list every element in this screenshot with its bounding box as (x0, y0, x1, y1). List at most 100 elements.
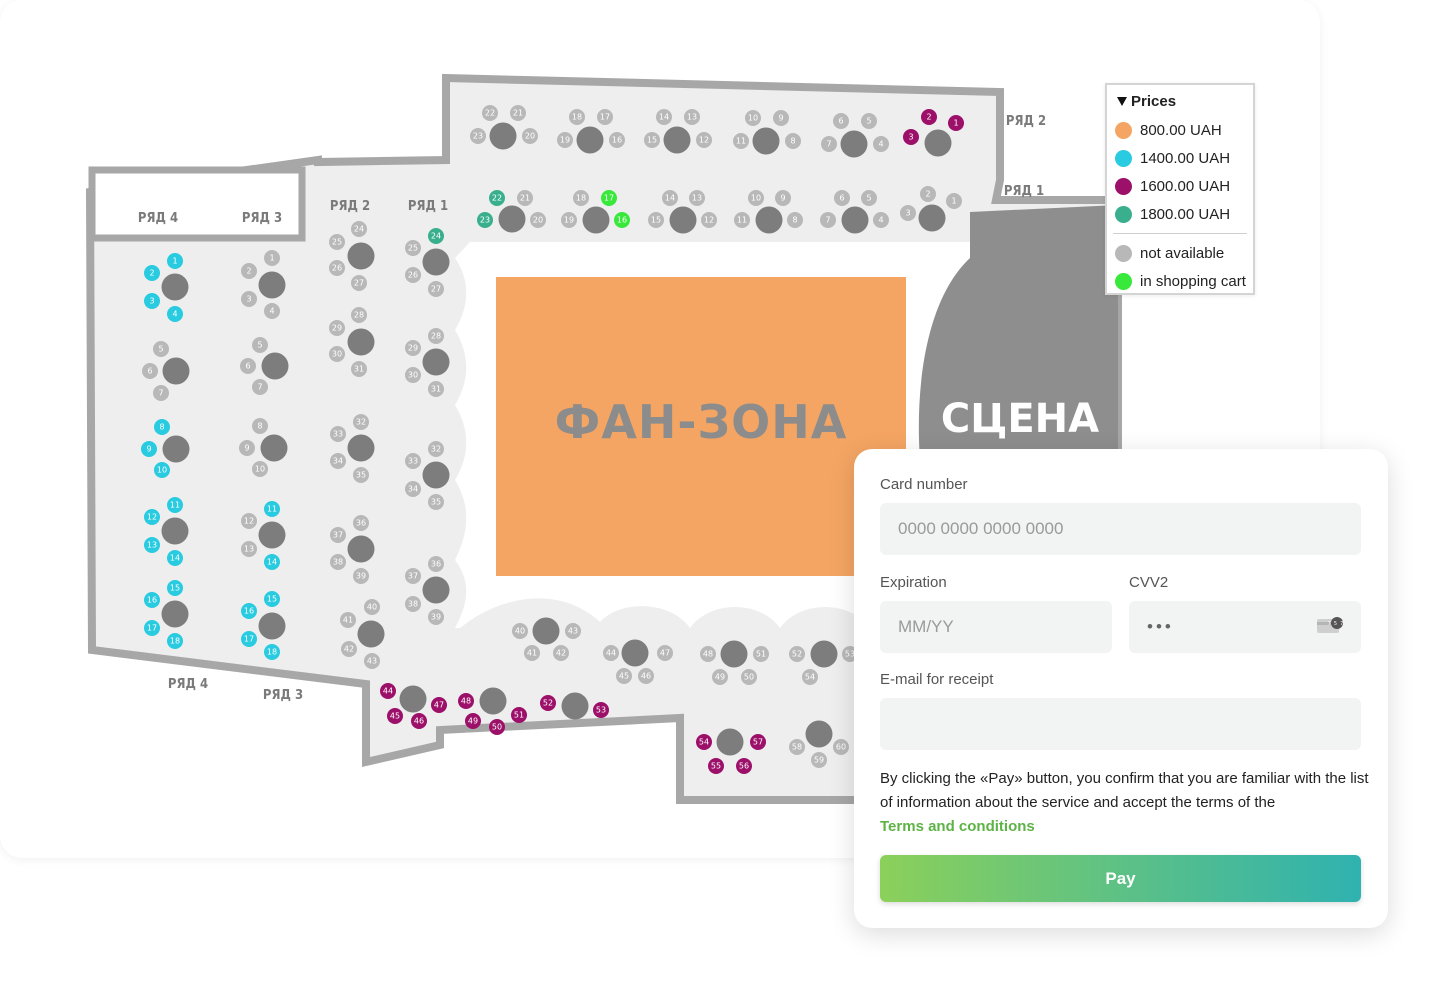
seat[interactable]: 12 (144, 509, 160, 525)
seat[interactable]: 2 (921, 109, 937, 125)
seat[interactable]: 17 (241, 631, 257, 647)
stage-label: СЦЕНА (941, 396, 1099, 442)
seat[interactable]: 24 (428, 228, 444, 244)
seat-number: 49 (715, 673, 725, 682)
seat-circle (153, 385, 169, 401)
table-group: 15 16 17 18 (144, 580, 189, 649)
seat[interactable]: 15 (167, 580, 183, 596)
seat: 2 (920, 186, 936, 202)
seat-circle (861, 190, 877, 206)
seat-number: 8 (790, 137, 795, 146)
seat[interactable]: 56 (736, 758, 752, 774)
seat-circle (241, 541, 257, 557)
seat[interactable]: 1 (948, 115, 964, 131)
seat[interactable]: 45 (387, 708, 403, 724)
table-group: 213 (900, 186, 962, 232)
seat: 14 (662, 190, 678, 206)
cvv-input[interactable]: ••• 757 (1129, 601, 1361, 653)
pay-button[interactable]: Pay (880, 855, 1361, 902)
seat[interactable]: 4 (167, 306, 183, 322)
fan-zone[interactable] (496, 277, 906, 576)
seat[interactable]: 11 (167, 497, 183, 513)
seat[interactable]: 51 (511, 707, 527, 723)
seat[interactable]: 3 (144, 293, 160, 309)
seat-circle (482, 105, 498, 121)
seat[interactable]: 16 (614, 212, 630, 228)
seat: 39 (428, 609, 444, 625)
seat[interactable]: 52 (540, 695, 556, 711)
seat[interactable]: 54 (696, 734, 712, 750)
seat-circle (511, 707, 527, 723)
seat: 33 (405, 453, 421, 469)
seat[interactable]: 50 (489, 719, 505, 735)
seat[interactable]: 16 (144, 592, 160, 608)
email-input[interactable] (880, 698, 1361, 750)
seat-circle (750, 734, 766, 750)
seat[interactable]: 46 (411, 713, 427, 729)
expiration-input[interactable]: MM/YY (880, 601, 1112, 653)
seat[interactable]: 10 (154, 462, 170, 478)
seat[interactable]: 53 (593, 702, 609, 718)
legend-header[interactable]: Prices (1117, 93, 1247, 110)
seat[interactable]: 23 (477, 212, 493, 228)
seat[interactable]: 14 (264, 554, 280, 570)
seat: 8 (785, 133, 801, 149)
fan-zone-label: ФАН-ЗОНА (555, 395, 848, 449)
seat[interactable]: 1 (167, 253, 183, 269)
seat-circle (921, 109, 937, 125)
seat[interactable]: 48 (458, 693, 474, 709)
seat-circle (364, 653, 380, 669)
table (489, 122, 517, 150)
seat: 11 (734, 212, 750, 228)
seat[interactable]: 15 (264, 591, 280, 607)
seat-number: 3 (246, 295, 251, 304)
seat-number: 4 (878, 140, 883, 149)
seat[interactable]: 14 (167, 550, 183, 566)
seat-circle (802, 669, 818, 685)
seat[interactable]: 22 (489, 190, 505, 206)
seat[interactable]: 2 (144, 265, 160, 281)
seat[interactable]: 8 (154, 419, 170, 435)
seat-number: 46 (641, 672, 651, 681)
seat: 32 (353, 414, 369, 430)
seat: 6 (834, 190, 850, 206)
seat[interactable]: 47 (431, 697, 447, 713)
seat-number: 51 (756, 650, 766, 659)
seat[interactable]: 11 (264, 501, 280, 517)
seat-number: 9 (146, 445, 151, 454)
card-number-input[interactable]: 0000 0000 0000 0000 (880, 503, 1361, 555)
seat[interactable]: 49 (465, 713, 481, 729)
seat[interactable]: 9 (141, 441, 157, 457)
seat-circle (264, 501, 280, 517)
seat-circle (601, 190, 617, 206)
seat[interactable]: 13 (144, 537, 160, 553)
seat[interactable]: 57 (750, 734, 766, 750)
seat[interactable]: 55 (708, 758, 724, 774)
stage (918, 205, 1118, 460)
seat-number: 5 (866, 117, 871, 126)
table-group: 8 910 (141, 419, 190, 478)
seat[interactable]: 18 (167, 633, 183, 649)
table (422, 248, 450, 276)
card-cvv-icon: 757 (1317, 617, 1343, 635)
seat[interactable]: 16 (241, 603, 257, 619)
seat-number: 15 (647, 136, 657, 145)
seat: 45 (616, 668, 632, 684)
seat[interactable]: 18 (264, 644, 280, 660)
seat-circle (696, 132, 712, 148)
terms-link[interactable]: Terms and conditions (880, 818, 1035, 835)
seat[interactable]: 17 (144, 620, 160, 636)
seat: 13 (684, 109, 700, 125)
seat[interactable]: 3 (903, 129, 919, 145)
seat-circle (330, 527, 346, 543)
seat-circle (561, 212, 577, 228)
seat[interactable]: 44 (380, 683, 396, 699)
seat[interactable]: 17 (601, 190, 617, 206)
table-group: 52 53 (540, 692, 609, 720)
